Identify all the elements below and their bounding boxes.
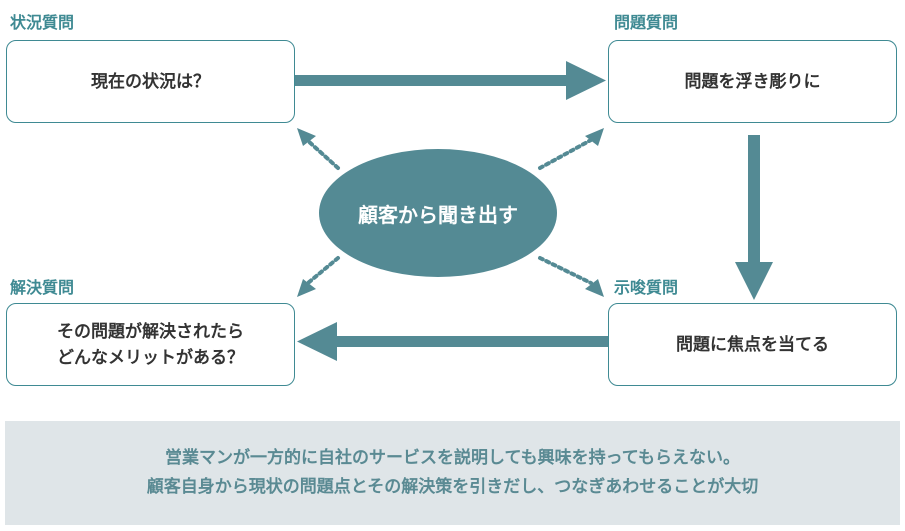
implication-question-label: 示唆質問 xyxy=(614,278,679,297)
problem-question-label: 問題質問 xyxy=(614,13,679,32)
center-ellipse: 顧客から聞き出す xyxy=(319,149,557,277)
solution-box: その問題が解決されたら どんなメリットがある？ xyxy=(6,303,295,386)
dotted-arrowhead-solution xyxy=(297,279,316,297)
dotted-arrow-to-situation xyxy=(305,138,340,170)
dotted-arrowhead-problem xyxy=(585,128,604,146)
situation-box-text: 現在の状況は？ xyxy=(91,71,210,92)
dotted-arrow-to-solution xyxy=(306,256,340,285)
solution-question-label: 解決質問 xyxy=(10,278,75,297)
arrow-implication-to-solution xyxy=(297,322,608,361)
implication-box: 問題に焦点を当てる xyxy=(608,303,897,386)
note-line2: 顧客自身から現状の問題点とその解決策を引きだし、つなぎあわせることが大切 xyxy=(146,477,759,497)
implication-box-text: 問題に焦点を当てる xyxy=(676,334,829,355)
arrow-problem-to-implication xyxy=(735,135,773,300)
solution-box-text-line1: その問題が解決されたら xyxy=(57,321,244,342)
solution-box-text-line2: どんなメリットがある？ xyxy=(57,347,244,368)
arrow-situation-to-problem xyxy=(295,61,606,100)
situation-question-label: 状況質問 xyxy=(10,13,75,32)
dotted-arrowhead-situation xyxy=(297,128,316,146)
dotted-arrow-to-problem xyxy=(538,138,593,170)
problem-box: 問題を浮き彫りに xyxy=(608,40,897,123)
problem-box-text: 問題を浮き彫りに xyxy=(684,71,821,92)
situation-box: 現在の状況は？ xyxy=(6,40,295,123)
note-panel: 営業マンが一方的に自社のサービスを説明しても興味を持ってもらえない。 顧客自身か… xyxy=(5,421,900,525)
note-line1: 営業マンが一方的に自社のサービスを説明しても興味を持ってもらえない。 xyxy=(165,448,740,468)
dotted-arrow-to-implication xyxy=(538,256,593,285)
dotted-arrowhead-implication xyxy=(585,279,604,297)
center-text: 顧客から聞き出す xyxy=(358,202,518,227)
